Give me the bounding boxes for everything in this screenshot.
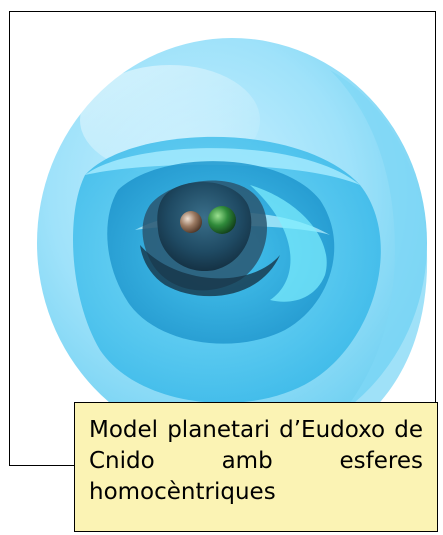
outer-rim <box>300 70 428 452</box>
earth-icon <box>208 206 236 234</box>
caption-text: Model planetari d’Eudoxo de Cnido amb es… <box>89 417 423 505</box>
planet-icon <box>180 211 202 233</box>
core-lower-sweep <box>140 245 280 297</box>
core-sphere-inner <box>157 182 252 272</box>
inner-bright-crescent <box>250 185 327 302</box>
caption-box: Model planetari d’Eudoxo de Cnido amb es… <box>74 402 438 532</box>
mid-sphere-lip <box>85 148 360 185</box>
